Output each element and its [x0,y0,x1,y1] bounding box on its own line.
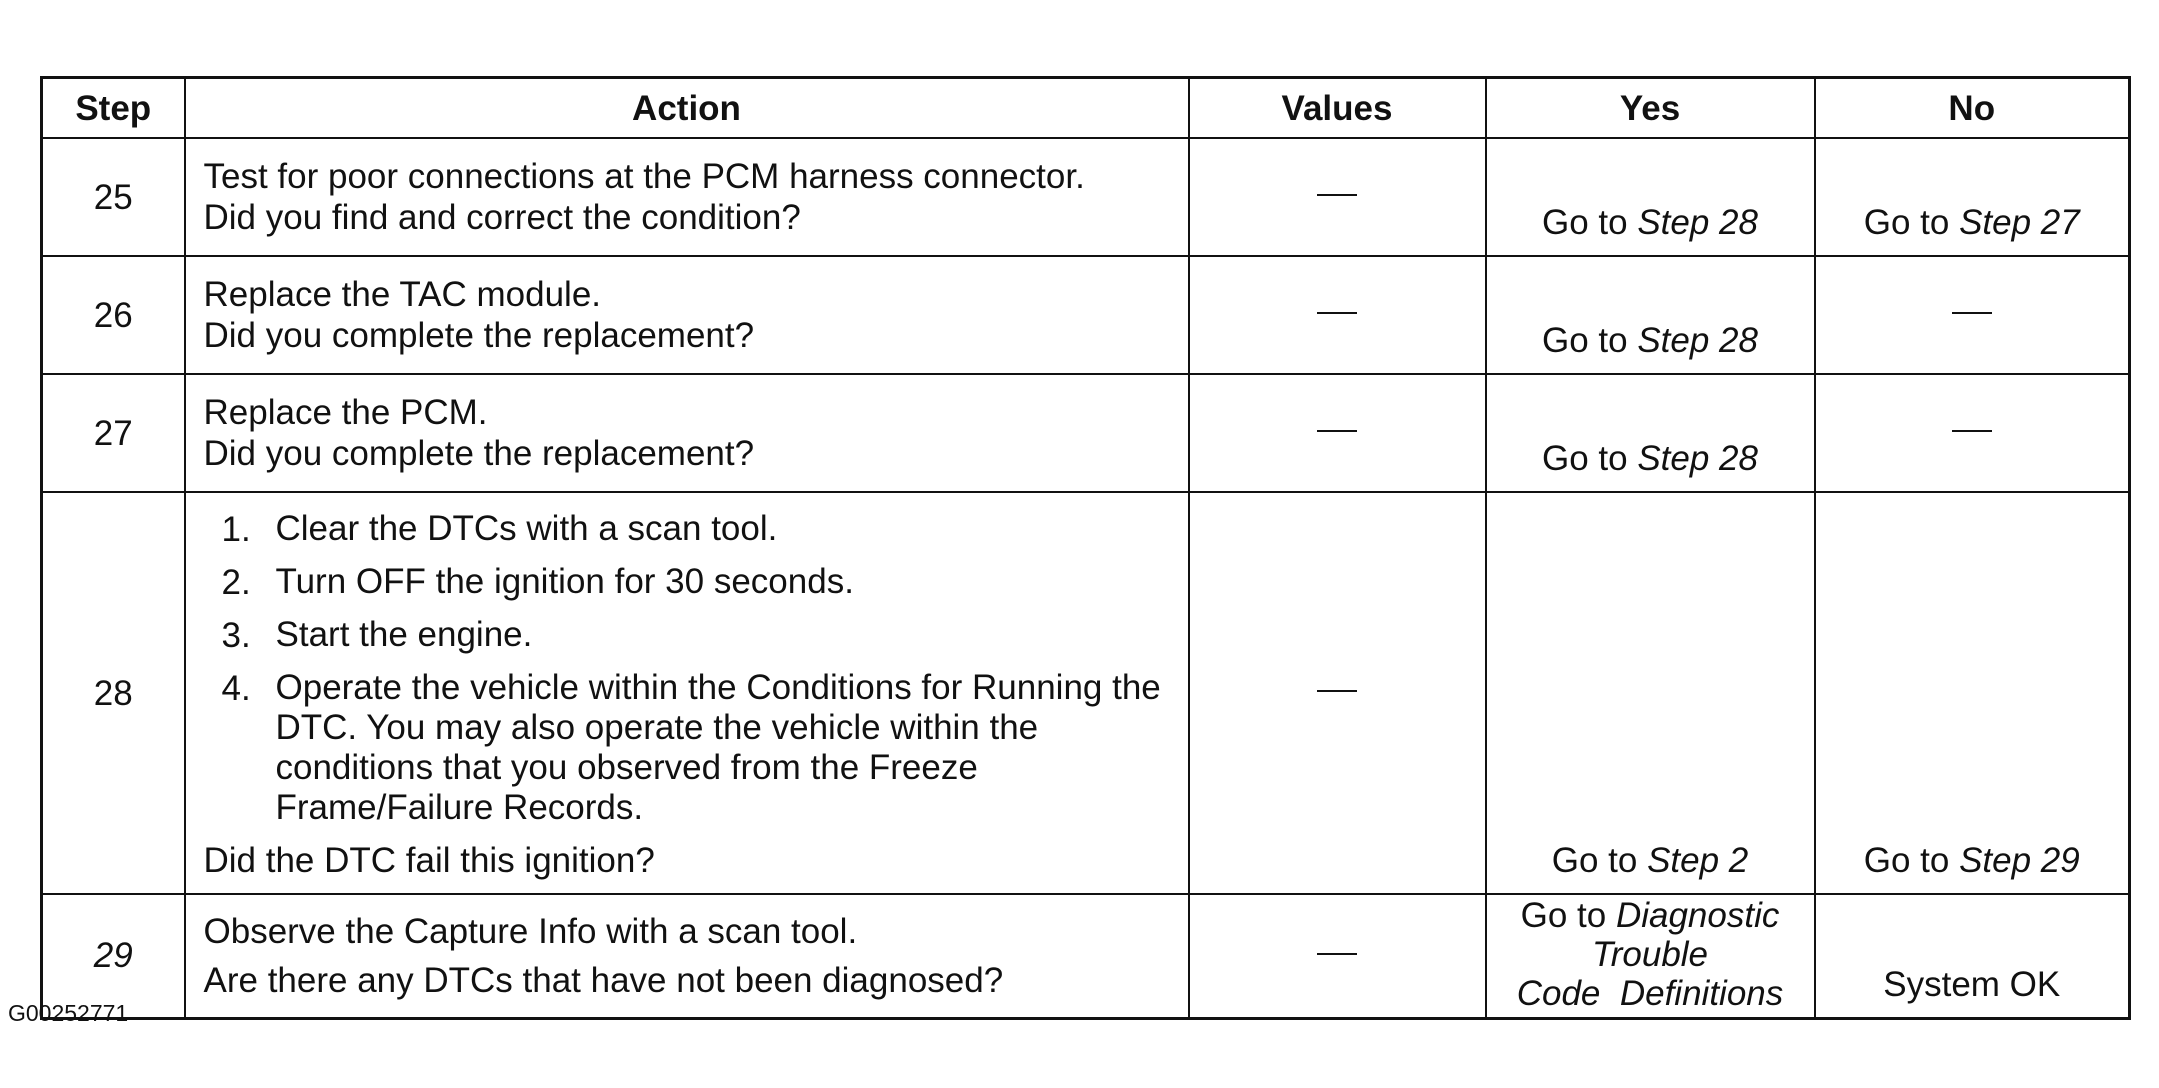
no-cell: Go to Step 27 [1813,137,2131,257]
no-cell: System OK [1813,893,2131,1019]
list-item-number: 3. [221,616,251,655]
yes-prefix: Go to [1542,203,1638,242]
yes-ref-line-2: Trouble [1591,935,1709,975]
step-number: 28 [40,491,186,895]
list-item-text: Turn OFF the ignition for 30 seconds. [275,562,854,601]
action-question: Did you complete the replacement? [203,316,755,355]
values-cell [1187,491,1487,895]
figure-id: G00252771 [8,1000,129,1026]
no-cell: Go to Step 29 [1813,491,2131,895]
yes-step-ref: Step 2 [1647,841,1749,880]
list-item-text: Operate the vehicle within the Condition… [275,668,1161,827]
yes-prefix: Go to [1551,841,1648,880]
yes-cell: Go to Step 2 [1484,491,1816,895]
em-dash [1317,312,1357,315]
em-dash [1951,312,1992,315]
em-dash [1951,430,1992,433]
header-step: Step [40,76,186,139]
list-item: 4. Operate the vehicle within the Condit… [222,668,1174,828]
diagnostic-table: Step Action Values Yes No 25 Test for po… [40,76,2131,1020]
yes-cell: Go to Diagnostic Trouble Code Definition… [1484,893,1816,1019]
action-question: Did you find and correct the condition? [203,198,801,237]
yes-line-1: Go to Diagnostic [1487,896,1814,935]
no-prefix: Go to [1863,203,1960,242]
em-dash [1317,690,1357,693]
no-prefix: Go to [1863,841,1960,880]
action-text: Test for poor connections at the PCM har… [203,157,1085,196]
action-cell: 1. Clear the DTCs with a scan tool. 2. T… [183,491,1190,895]
no-cell [1813,373,2131,493]
list-item: 2. Turn OFF the ignition for 30 seconds. [222,562,1174,603]
action-cell: Replace the PCM. Did you complete the re… [183,373,1190,493]
step-number: 26 [40,255,186,375]
action-question: Did you complete the replacement? [203,434,755,473]
yes-cell: Go to Step 28 [1484,255,1816,375]
yes-prefix: Go to [1542,321,1638,360]
values-cell [1187,137,1487,257]
table-row: 28 1. Clear the DTCs with a scan tool. 2… [40,491,2131,895]
action-cell: Test for poor connections at the PCM har… [183,137,1190,257]
action-question: Did the DTC fail this ignition? [203,841,655,880]
no-step-ref: Step 27 [1959,203,2080,242]
em-dash [1317,194,1357,197]
header-yes: Yes [1484,76,1816,139]
em-dash [1317,430,1357,433]
list-item-text: Clear the DTCs with a scan tool. [275,509,778,548]
values-cell [1187,373,1487,493]
list-item: 1. Clear the DTCs with a scan tool. [222,509,1174,550]
list-item-number: 1. [221,510,251,549]
action-text: Observe the Capture Info with a scan too… [203,911,858,951]
yes-cell: Go to Step 28 [1484,137,1816,257]
step-number: 29 [40,893,186,1019]
yes-step-ref: Step 28 [1637,203,1758,242]
list-item-number: 4. [221,669,251,708]
table-row: 27 Replace the PCM. Did you complete the… [40,373,2131,493]
no-cell [1813,255,2131,375]
header-no: No [1813,76,2131,139]
action-steps-list: 1. Clear the DTCs with a scan tool. 2. T… [204,509,1174,828]
em-dash [1317,953,1357,955]
table-row: 29 Observe the Capture Info with a scan … [40,893,2131,1019]
action-question: Are there any DTCs that have not been di… [203,960,1004,1000]
header-action: Action [183,76,1190,139]
list-item-number: 2. [221,563,251,602]
values-cell [1187,255,1487,375]
no-step-ref: Step 29 [1959,841,2080,880]
list-item: 3. Start the engine. [222,615,1174,656]
action-text: Replace the TAC module. [203,275,602,314]
action-text: Replace the PCM. [203,393,488,432]
yes-ref-line-3: Code Definitions [1516,974,1784,1014]
yes-cell: Go to Step 28 [1484,373,1816,493]
action-cell: Observe the Capture Info with a scan too… [183,893,1190,1019]
yes-step-ref: Step 28 [1637,439,1758,478]
yes-ref-line-1: Diagnostic [1615,896,1780,936]
table-row: 25 Test for poor connections at the PCM … [40,137,2131,257]
table-row: 26 Replace the TAC module. Did you compl… [40,255,2131,375]
yes-step-ref: Step 28 [1637,321,1758,360]
header-values: Values [1187,76,1487,139]
table-header-row: Step Action Values Yes No [40,76,2131,139]
values-cell [1187,893,1487,1019]
list-item-text: Start the engine. [275,615,533,654]
step-number: 27 [40,373,186,493]
action-cell: Replace the TAC module. Did you complete… [183,255,1190,375]
no-result: System OK [1883,964,2061,1004]
step-number: 25 [40,137,186,257]
yes-prefix: Go to [1542,439,1638,478]
yes-prefix: Go to [1520,896,1616,936]
